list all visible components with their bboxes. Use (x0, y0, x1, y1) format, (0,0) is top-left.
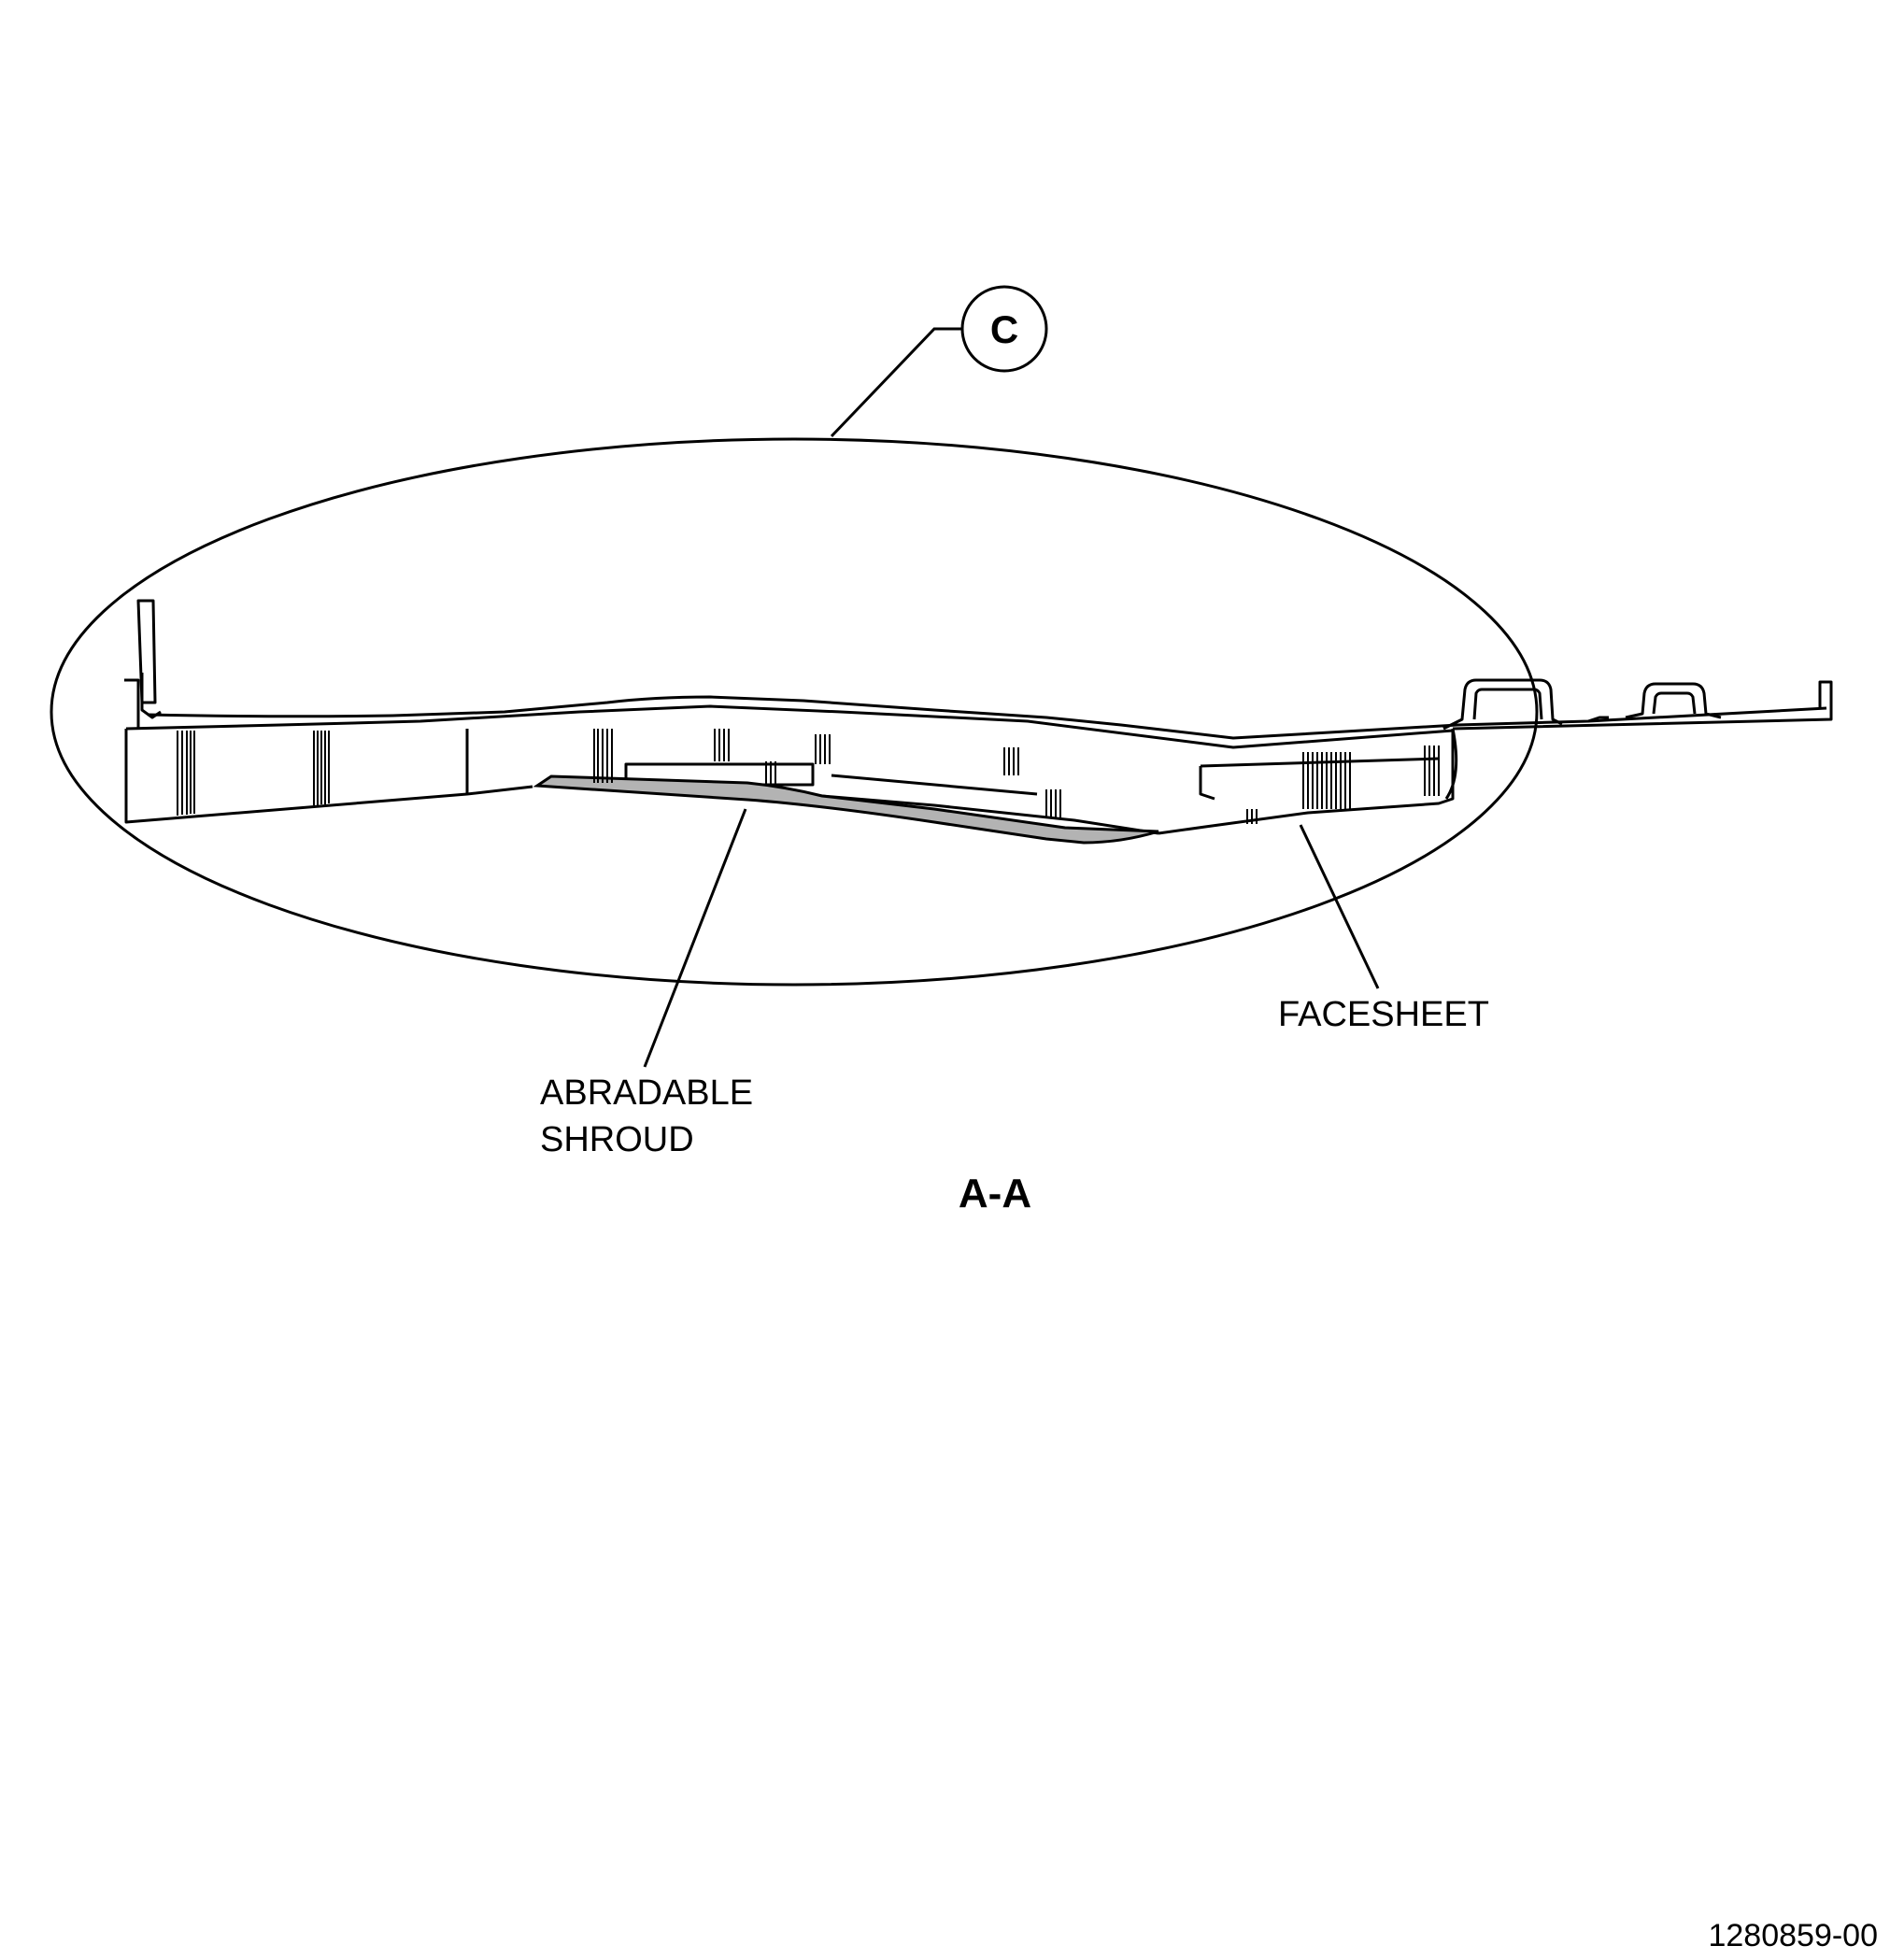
left-flange (136, 599, 157, 704)
inner-skin (124, 729, 533, 824)
abradable-label-line1: ABRADABLE (540, 1073, 753, 1113)
abradable-leader (643, 808, 747, 1068)
callout-c-bubble: C (960, 285, 1048, 373)
figure-number: 1280859-00 (1708, 1918, 1878, 1953)
callout-leader (830, 327, 962, 438)
abradable-shroud (533, 774, 1159, 845)
facesheet-label: FACESHEET (1278, 995, 1489, 1034)
callout-letter: C (990, 307, 1018, 351)
outer-skin (147, 695, 1827, 740)
hat-section-2 (1625, 682, 1722, 719)
section-part (124, 599, 1833, 835)
detail-ellipse (50, 437, 1539, 987)
section-view-title: A-A (959, 1171, 1031, 1216)
core-hatching (177, 729, 1440, 824)
abradable-label-line2: SHROUD (540, 1120, 694, 1159)
facesheet-leader (1299, 824, 1380, 989)
hat-section-1 (1442, 678, 1563, 731)
